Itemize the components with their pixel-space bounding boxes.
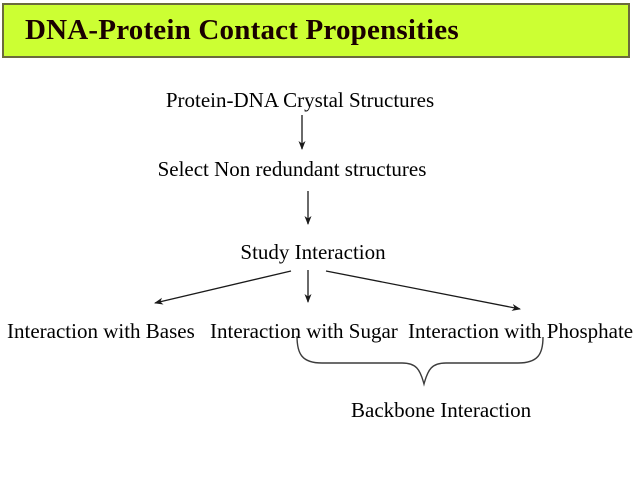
node-crystal-structures: Protein-DNA Crystal Structures <box>165 88 435 112</box>
arrow-study-to-bases-icon <box>154 270 292 305</box>
curly-brace-icon <box>296 335 544 387</box>
title-bar: DNA-Protein Contact Propensities <box>2 3 630 58</box>
node-select-nonredundant: Select Non redundant structures <box>157 157 427 181</box>
slide-title: DNA-Protein Contact Propensities <box>25 14 459 46</box>
arrow-study-to-phosphate-icon <box>325 270 521 311</box>
node-backbone-interaction: Backbone Interaction <box>351 398 532 422</box>
node-interaction-with-sugar: Interaction with Sugar <box>210 319 398 343</box>
node-study-interaction: Study Interaction <box>240 240 386 264</box>
node-interaction-with-bases: Interaction with Bases <box>7 319 195 343</box>
node-interaction-with-phosphate: Interaction with Phosphate <box>408 319 634 343</box>
